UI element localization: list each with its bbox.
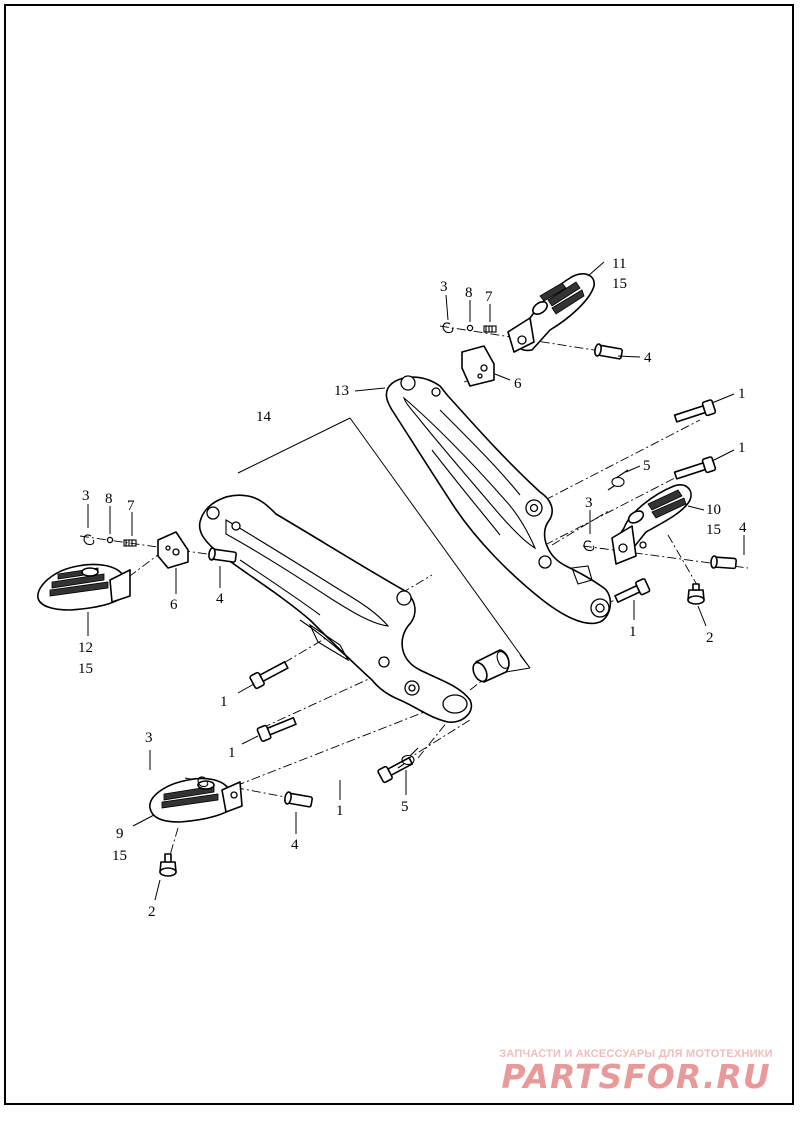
callout-6: 6 bbox=[514, 376, 522, 392]
callout-4: 4 bbox=[644, 350, 652, 366]
group-14-bracket-lines bbox=[237, 417, 531, 673]
callout-13: 13 bbox=[334, 383, 349, 399]
detent-balls-8 bbox=[106, 324, 474, 544]
footpeg-11 bbox=[507, 273, 595, 353]
callout-1: 1 bbox=[220, 694, 228, 710]
watermark: ЗАПЧАСТИ И АКСЕССУАРЫ ДЛЯ МОТОТЕХНИКИ PA… bbox=[486, 1048, 786, 1094]
watermark-caption: ЗАПЧАСТИ И АКСЕССУАРЫ ДЛЯ МОТОТЕХНИКИ bbox=[499, 1048, 773, 1060]
support-plate-6-lower bbox=[157, 531, 189, 569]
leader-lines bbox=[87, 261, 745, 901]
retaining-clips-3 bbox=[83, 322, 595, 788]
callout-15: 15 bbox=[78, 661, 93, 677]
callout-6: 6 bbox=[170, 597, 178, 613]
callout-3: 3 bbox=[440, 279, 448, 295]
callout-15: 15 bbox=[612, 276, 627, 292]
diagram-border bbox=[4, 4, 794, 1105]
callout-2: 2 bbox=[148, 904, 156, 920]
footpeg-9 bbox=[149, 777, 243, 823]
callout-3: 3 bbox=[145, 730, 153, 746]
callout-15: 15 bbox=[112, 848, 127, 864]
callout-7: 7 bbox=[127, 498, 135, 514]
bushing bbox=[472, 649, 510, 683]
detent-springs-7 bbox=[123, 325, 497, 547]
callout-labels: 3 8 7 11 15 4 6 13 14 1 1 5 3 10 15 4 1 … bbox=[78, 256, 747, 920]
callout-1: 1 bbox=[336, 803, 344, 819]
callout-9: 9 bbox=[116, 826, 124, 842]
callout-4: 4 bbox=[739, 520, 747, 536]
callout-4: 4 bbox=[291, 837, 299, 853]
callout-1: 1 bbox=[738, 440, 746, 456]
callout-8: 8 bbox=[465, 285, 473, 301]
callout-1: 1 bbox=[738, 386, 746, 402]
callout-1: 1 bbox=[228, 745, 236, 761]
callout-3: 3 bbox=[82, 488, 90, 504]
plungers-2 bbox=[159, 583, 705, 877]
callout-11: 11 bbox=[612, 256, 626, 272]
callout-3: 3 bbox=[585, 495, 593, 511]
callout-10: 10 bbox=[706, 502, 721, 518]
callout-14: 14 bbox=[256, 409, 272, 425]
callout-8: 8 bbox=[105, 491, 113, 507]
callout-5: 5 bbox=[401, 799, 409, 815]
watermark-logo: PARTSFOR.RU bbox=[501, 1057, 771, 1096]
callout-7: 7 bbox=[485, 289, 493, 305]
support-plate-6-upper bbox=[461, 345, 495, 387]
callout-2: 2 bbox=[706, 630, 714, 646]
footpeg-10 bbox=[611, 484, 692, 565]
mount-bracket-14 bbox=[198, 494, 473, 723]
mount-bracket-13 bbox=[385, 375, 612, 625]
callout-1: 1 bbox=[629, 624, 637, 640]
clevis-pins-4 bbox=[208, 343, 737, 808]
callout-4: 4 bbox=[216, 591, 224, 607]
callout-15: 15 bbox=[706, 522, 721, 538]
callout-5: 5 bbox=[643, 458, 651, 474]
footpeg-12 bbox=[37, 563, 131, 611]
callout-12: 12 bbox=[78, 640, 93, 656]
springs-5 bbox=[397, 469, 629, 769]
